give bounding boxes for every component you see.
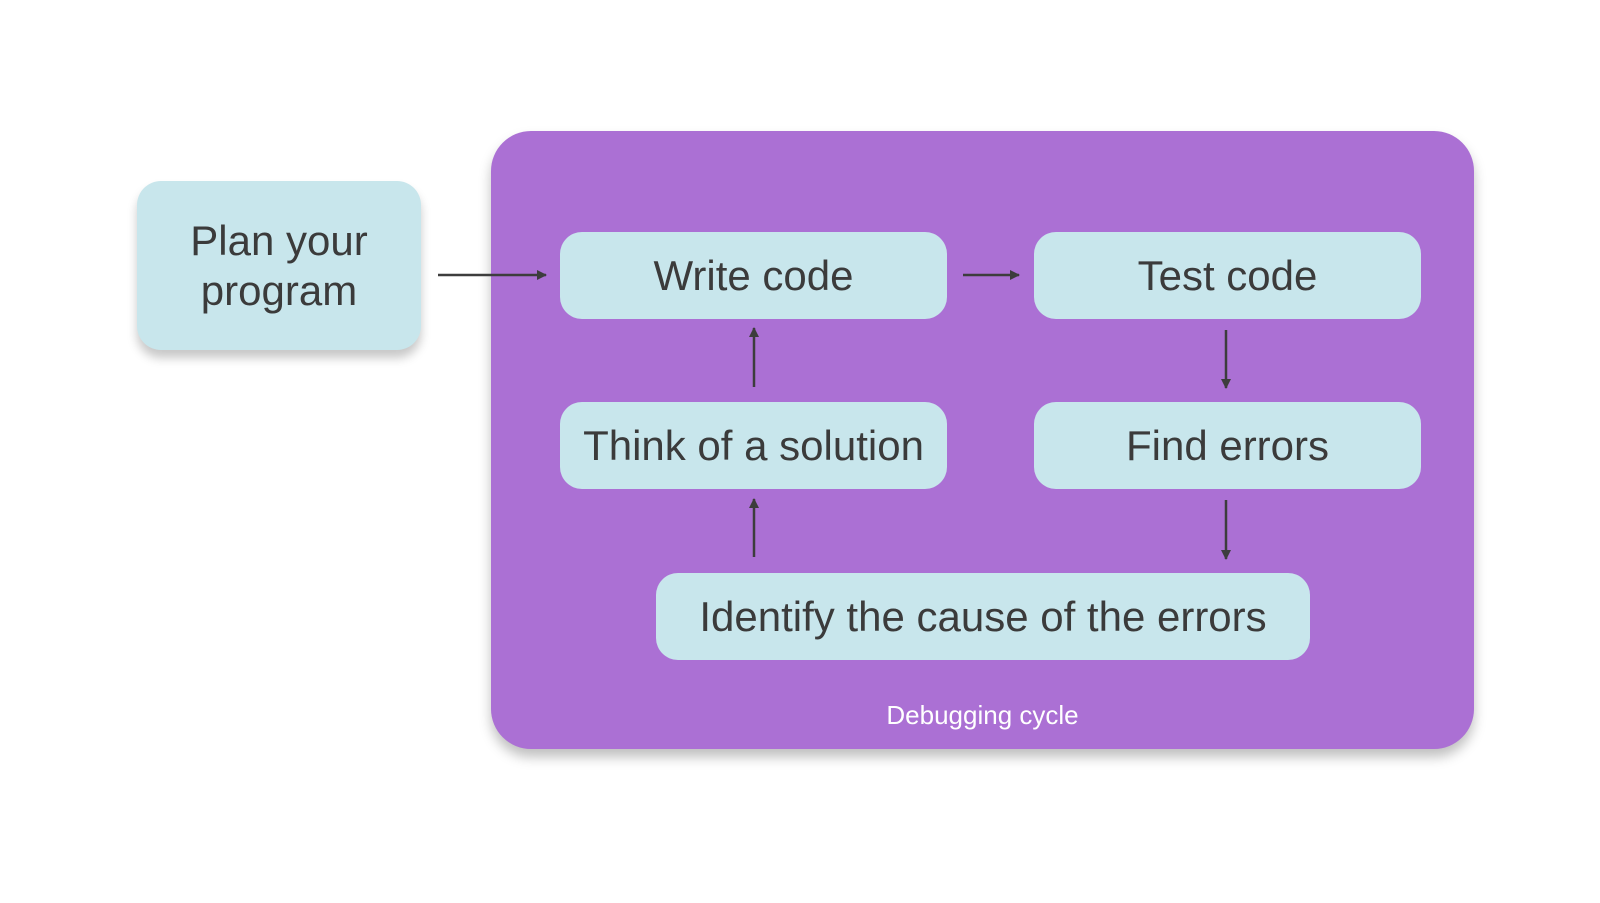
think-solution-node: Think of a solution: [560, 402, 947, 489]
debugging-cycle-label: Debugging cycle: [886, 700, 1079, 730]
identify-cause-node: Identify the cause of the errors: [656, 573, 1310, 660]
plan-program-node: Plan your program: [137, 181, 421, 350]
test-code-node: Test code: [1034, 232, 1421, 319]
find-errors-node: Find errors: [1034, 402, 1421, 489]
write-code-node: Write code: [560, 232, 947, 319]
